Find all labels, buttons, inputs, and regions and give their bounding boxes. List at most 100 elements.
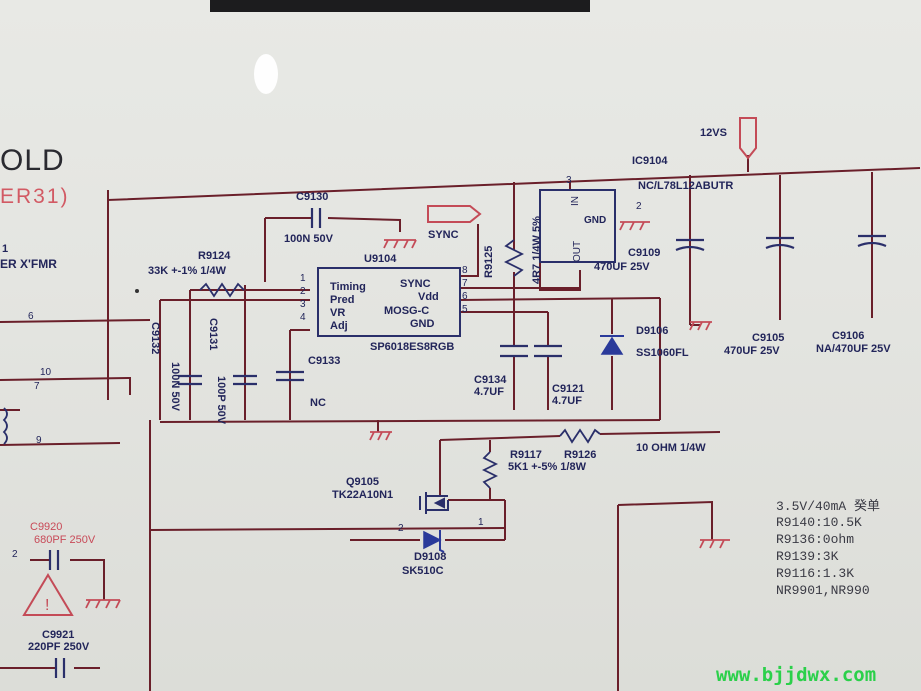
- note-line-5: R9116:1.3K: [776, 566, 855, 581]
- c9106-ref: C9106: [832, 330, 865, 342]
- wires: [0, 155, 921, 691]
- u9104-pin8-num: 8: [462, 265, 468, 276]
- xfmr-label: ER X'FMR: [0, 257, 57, 271]
- r9124-ref: R9124: [198, 250, 231, 262]
- svg-text:!: !: [45, 597, 49, 614]
- d9106-ref: D9106: [636, 325, 669, 337]
- c9121-ref: C9121: [552, 383, 585, 395]
- ic9104-pin2: 2: [636, 201, 642, 212]
- c9130-value: 100N 50V: [284, 233, 333, 245]
- c9134-value: 4.7UF: [474, 386, 504, 398]
- pin-7-label: 7: [34, 381, 40, 392]
- u9104-body: [317, 267, 461, 337]
- q9105-pin2: 2: [398, 523, 404, 534]
- pin-6-label: 6: [28, 311, 34, 322]
- u9104-part: SP6018ES8RGB: [370, 341, 455, 353]
- u9104-pin7-num: 7: [462, 278, 468, 289]
- c9920-ref: C9920: [30, 521, 63, 533]
- c9921-value: 220PF 250V: [28, 641, 90, 653]
- u9104-pin4-name: Adj: [330, 320, 348, 332]
- monitor-bezel: [210, 0, 590, 12]
- r9125-value: 4R7 1/4W 5%: [531, 216, 543, 284]
- r9117-ref: R9117: [510, 449, 542, 461]
- pin-10-label: 10: [40, 367, 52, 378]
- c9109-ref: C9109: [628, 247, 661, 259]
- c9105-value: 470UF 25V: [724, 345, 780, 357]
- u9104-pin2-name: Pred: [330, 294, 355, 306]
- rail-12vs-label: 12VS: [700, 127, 727, 139]
- transformer-coil-icon: [2, 407, 8, 445]
- r9117-value: 5K1 +-5% 1/8W: [508, 461, 586, 473]
- c9105-ref: C9105: [752, 332, 785, 344]
- ic9104-body: [539, 189, 616, 263]
- d9108-ref: D9108: [414, 551, 447, 563]
- d9106-value: SS1060FL: [636, 347, 689, 359]
- screen-glare: [254, 54, 278, 94]
- c9921-ref: C9921: [42, 629, 75, 641]
- site-watermark: www.bjjdwx.com: [716, 664, 877, 686]
- capacitor-symbols: [48, 208, 887, 678]
- u9104-pin1-num: 1: [300, 273, 306, 284]
- ground-symbols: [85, 221, 730, 609]
- d9108-value: SK510C: [402, 565, 444, 577]
- note-line-6: NR9901,NR990: [776, 583, 870, 598]
- ic9104-pin-gnd: GND: [584, 215, 607, 226]
- sync-flag: [427, 205, 482, 223]
- rail-12vs-flag: [739, 117, 757, 160]
- u9104-pin4-num: 4: [300, 312, 306, 323]
- u9104-pin5-name: GND: [410, 318, 435, 330]
- warning-triangle-icon: !: [22, 573, 74, 616]
- u9104-ref: U9104: [364, 253, 397, 265]
- q9105-value: TK22A10N1: [332, 489, 394, 501]
- c9131-value: 100P 50V: [215, 376, 227, 425]
- u9104-pin6-name: MOSG-C: [384, 305, 430, 317]
- c9133-value: NC: [310, 397, 326, 409]
- c9132-value: 100N 50V: [169, 362, 181, 411]
- u9104-pin8-name: SYNC: [400, 278, 431, 290]
- note-line-3: R9136:0ohm: [776, 532, 855, 547]
- c9130-ref: C9130: [296, 191, 329, 203]
- ic9104-pin-in: IN: [570, 196, 581, 206]
- r9126-ref: R9126: [564, 449, 597, 461]
- u9104-pin3-num: 3: [300, 299, 306, 310]
- c9134-ref: C9134: [474, 374, 507, 386]
- d9108-symbol: [423, 530, 445, 553]
- q9105-symbol: [419, 492, 449, 514]
- u9104-pin5-num: 5: [462, 304, 468, 315]
- u9104-pin1-name: Timing: [330, 281, 366, 293]
- ic9104-pin-out: OUT: [572, 240, 583, 262]
- q9105-pin1: 1: [478, 517, 484, 528]
- r9126-value: 10 OHM 1/4W: [636, 442, 706, 454]
- left-label-one: 1: [2, 243, 9, 255]
- c9106-value: NA/470UF 25V: [816, 343, 891, 355]
- c9920-pin: 2: [12, 549, 18, 560]
- pin-9-label: 9: [36, 435, 42, 446]
- c9131-ref: C9131: [207, 318, 219, 351]
- ic9104-part: NC/L78L12ABUTR: [638, 180, 734, 192]
- junction-dot: [135, 289, 139, 293]
- u9104-pin3-name: VR: [330, 307, 346, 319]
- ic9104-ref: IC9104: [632, 155, 668, 167]
- r9125-ref: R9125: [483, 245, 495, 278]
- u9104-pin6-num: 6: [462, 291, 468, 302]
- q9105-ref: Q9105: [346, 476, 380, 488]
- c9109-value: 470UF 25V: [594, 261, 650, 273]
- sync-net-label: SYNC: [428, 229, 459, 241]
- note-line-2: R9140:10.5K: [776, 515, 862, 530]
- resistor-symbols: [199, 239, 601, 489]
- note-line-1: 3.5V/40mA 癸单: [776, 499, 881, 514]
- d9106-symbol: [600, 335, 624, 355]
- title-fragment: OLD: [0, 144, 65, 177]
- ic9104-pin3: 3: [566, 175, 572, 186]
- u9104-pin2-num: 2: [300, 286, 306, 297]
- c9121-value: 4.7UF: [552, 395, 582, 407]
- note-line-4: R9139:3K: [776, 549, 839, 564]
- r9124-value: 33K +-1% 1/4W: [148, 265, 226, 277]
- c9920-value: 680PF 250V: [34, 534, 96, 546]
- c9132-ref: C9132: [149, 322, 161, 355]
- u9104-pin7-name: Vdd: [418, 291, 439, 303]
- c9133-ref: C9133: [308, 355, 341, 367]
- subtitle-fragment: ER31): [0, 185, 70, 208]
